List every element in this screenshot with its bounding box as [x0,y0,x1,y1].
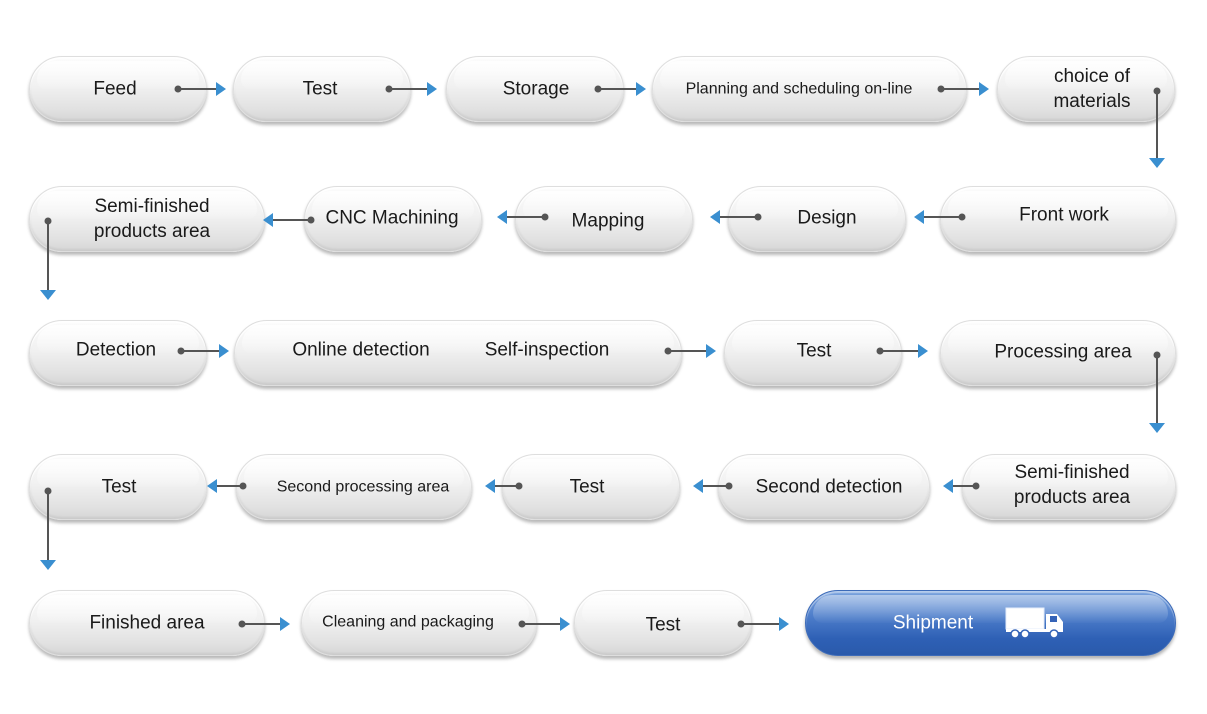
step-semi-finished-2 [962,454,1176,520]
connector-choice-to-front-work [1149,87,1165,168]
step-shipment-label: Shipment [892,612,974,634]
step-cnc-machining-label: CNC Machining [325,207,459,229]
step-test-1-label: Test [302,78,338,100]
connector-mapping-to-cnc [497,210,549,224]
step-test-5-label: Test [645,614,681,636]
step-test-4-label: Test [101,476,137,498]
step-choice-of-materials-line-2: materials [1053,91,1131,112]
step-design-label: Design [797,207,857,229]
step-second-detection [718,454,930,520]
step-mapping-label: Mapping [571,210,645,232]
step-processing-area [940,320,1176,386]
connector-processing-to-semi-finished [1149,351,1165,433]
step-finished-area-label: Finished area [89,612,205,634]
step-choice-of-materials [997,56,1175,122]
connector-semi-finished-to-second-detection [943,479,980,493]
step-second-processing-area-label: Second processing area [276,478,450,496]
step-second-processing-area [236,454,472,520]
step-semi-finished-2-line-2: products area [1013,487,1131,508]
connector-test-to-second-processing [485,479,523,493]
connector-storage-to-planning [594,82,646,96]
step-semi-finished-2-label: Semi-finished products area [1014,460,1130,510]
step-semi-finished-1-label: Semi-finished products area [94,194,210,244]
step-second-detection-label: Second detection [755,476,903,498]
connector-planning-to-choice [937,82,989,96]
step-online-detection-label: Online detection [292,339,430,361]
connector-second-detection-to-test [693,479,733,493]
step-planning-label: Planning and scheduling on-line [685,80,913,98]
connector-semi-finished-to-detection [40,217,56,300]
connector-feed-to-test [174,82,226,96]
step-storage-label: Storage [502,78,570,100]
step-planning [652,56,967,122]
connector-front-work-to-design [914,210,966,224]
step-finished-area [29,590,265,656]
connector-second-processing-to-test [207,479,247,493]
connector-test-to-storage [385,82,437,96]
step-processing-area-label: Processing area [994,341,1132,363]
connector-cnc-to-semi-finished [263,213,315,227]
connector-test-to-shipment [737,617,789,631]
connector-detection-to-online [177,344,229,358]
step-feed-label: Feed [93,78,137,100]
step-storage [446,56,624,122]
step-detection [29,320,207,386]
connector-cleaning-to-test [518,617,570,631]
step-test-2 [724,320,902,386]
step-cnc-machining [304,186,482,252]
step-test-5 [574,590,752,656]
truck-icon [1005,607,1063,639]
step-self-inspection-label: Self-inspection [484,339,610,361]
step-test-3 [502,454,680,520]
connector-finished-to-cleaning [238,617,290,631]
connector-design-to-mapping [710,210,762,224]
connector-test-to-processing [876,344,928,358]
step-choice-of-materials-line-1: choice of [1053,66,1131,87]
step-test-2-label: Test [796,340,832,362]
step-test-4 [29,454,207,520]
connector-test-to-finished [40,487,56,570]
step-shipment [805,590,1176,656]
step-test-3-label: Test [569,476,605,498]
step-semi-finished-2-line-1: Semi-finished [1014,462,1130,483]
step-semi-finished-1 [29,186,265,252]
step-front-work [940,186,1176,252]
step-detection-label: Detection [75,339,157,361]
step-cleaning-packaging-label: Cleaning and packaging [322,613,494,631]
step-design [728,186,906,252]
step-online-detection [234,320,682,386]
step-cleaning-packaging [301,590,537,656]
step-choice-of-materials-label: choice of materials [1053,64,1130,114]
connector-self-inspection-to-test [664,344,716,358]
step-semi-finished-1-line-1: Semi-finished [94,196,210,217]
step-semi-finished-1-line-2: products area [93,221,211,242]
step-front-work-label: Front work [1019,204,1109,226]
